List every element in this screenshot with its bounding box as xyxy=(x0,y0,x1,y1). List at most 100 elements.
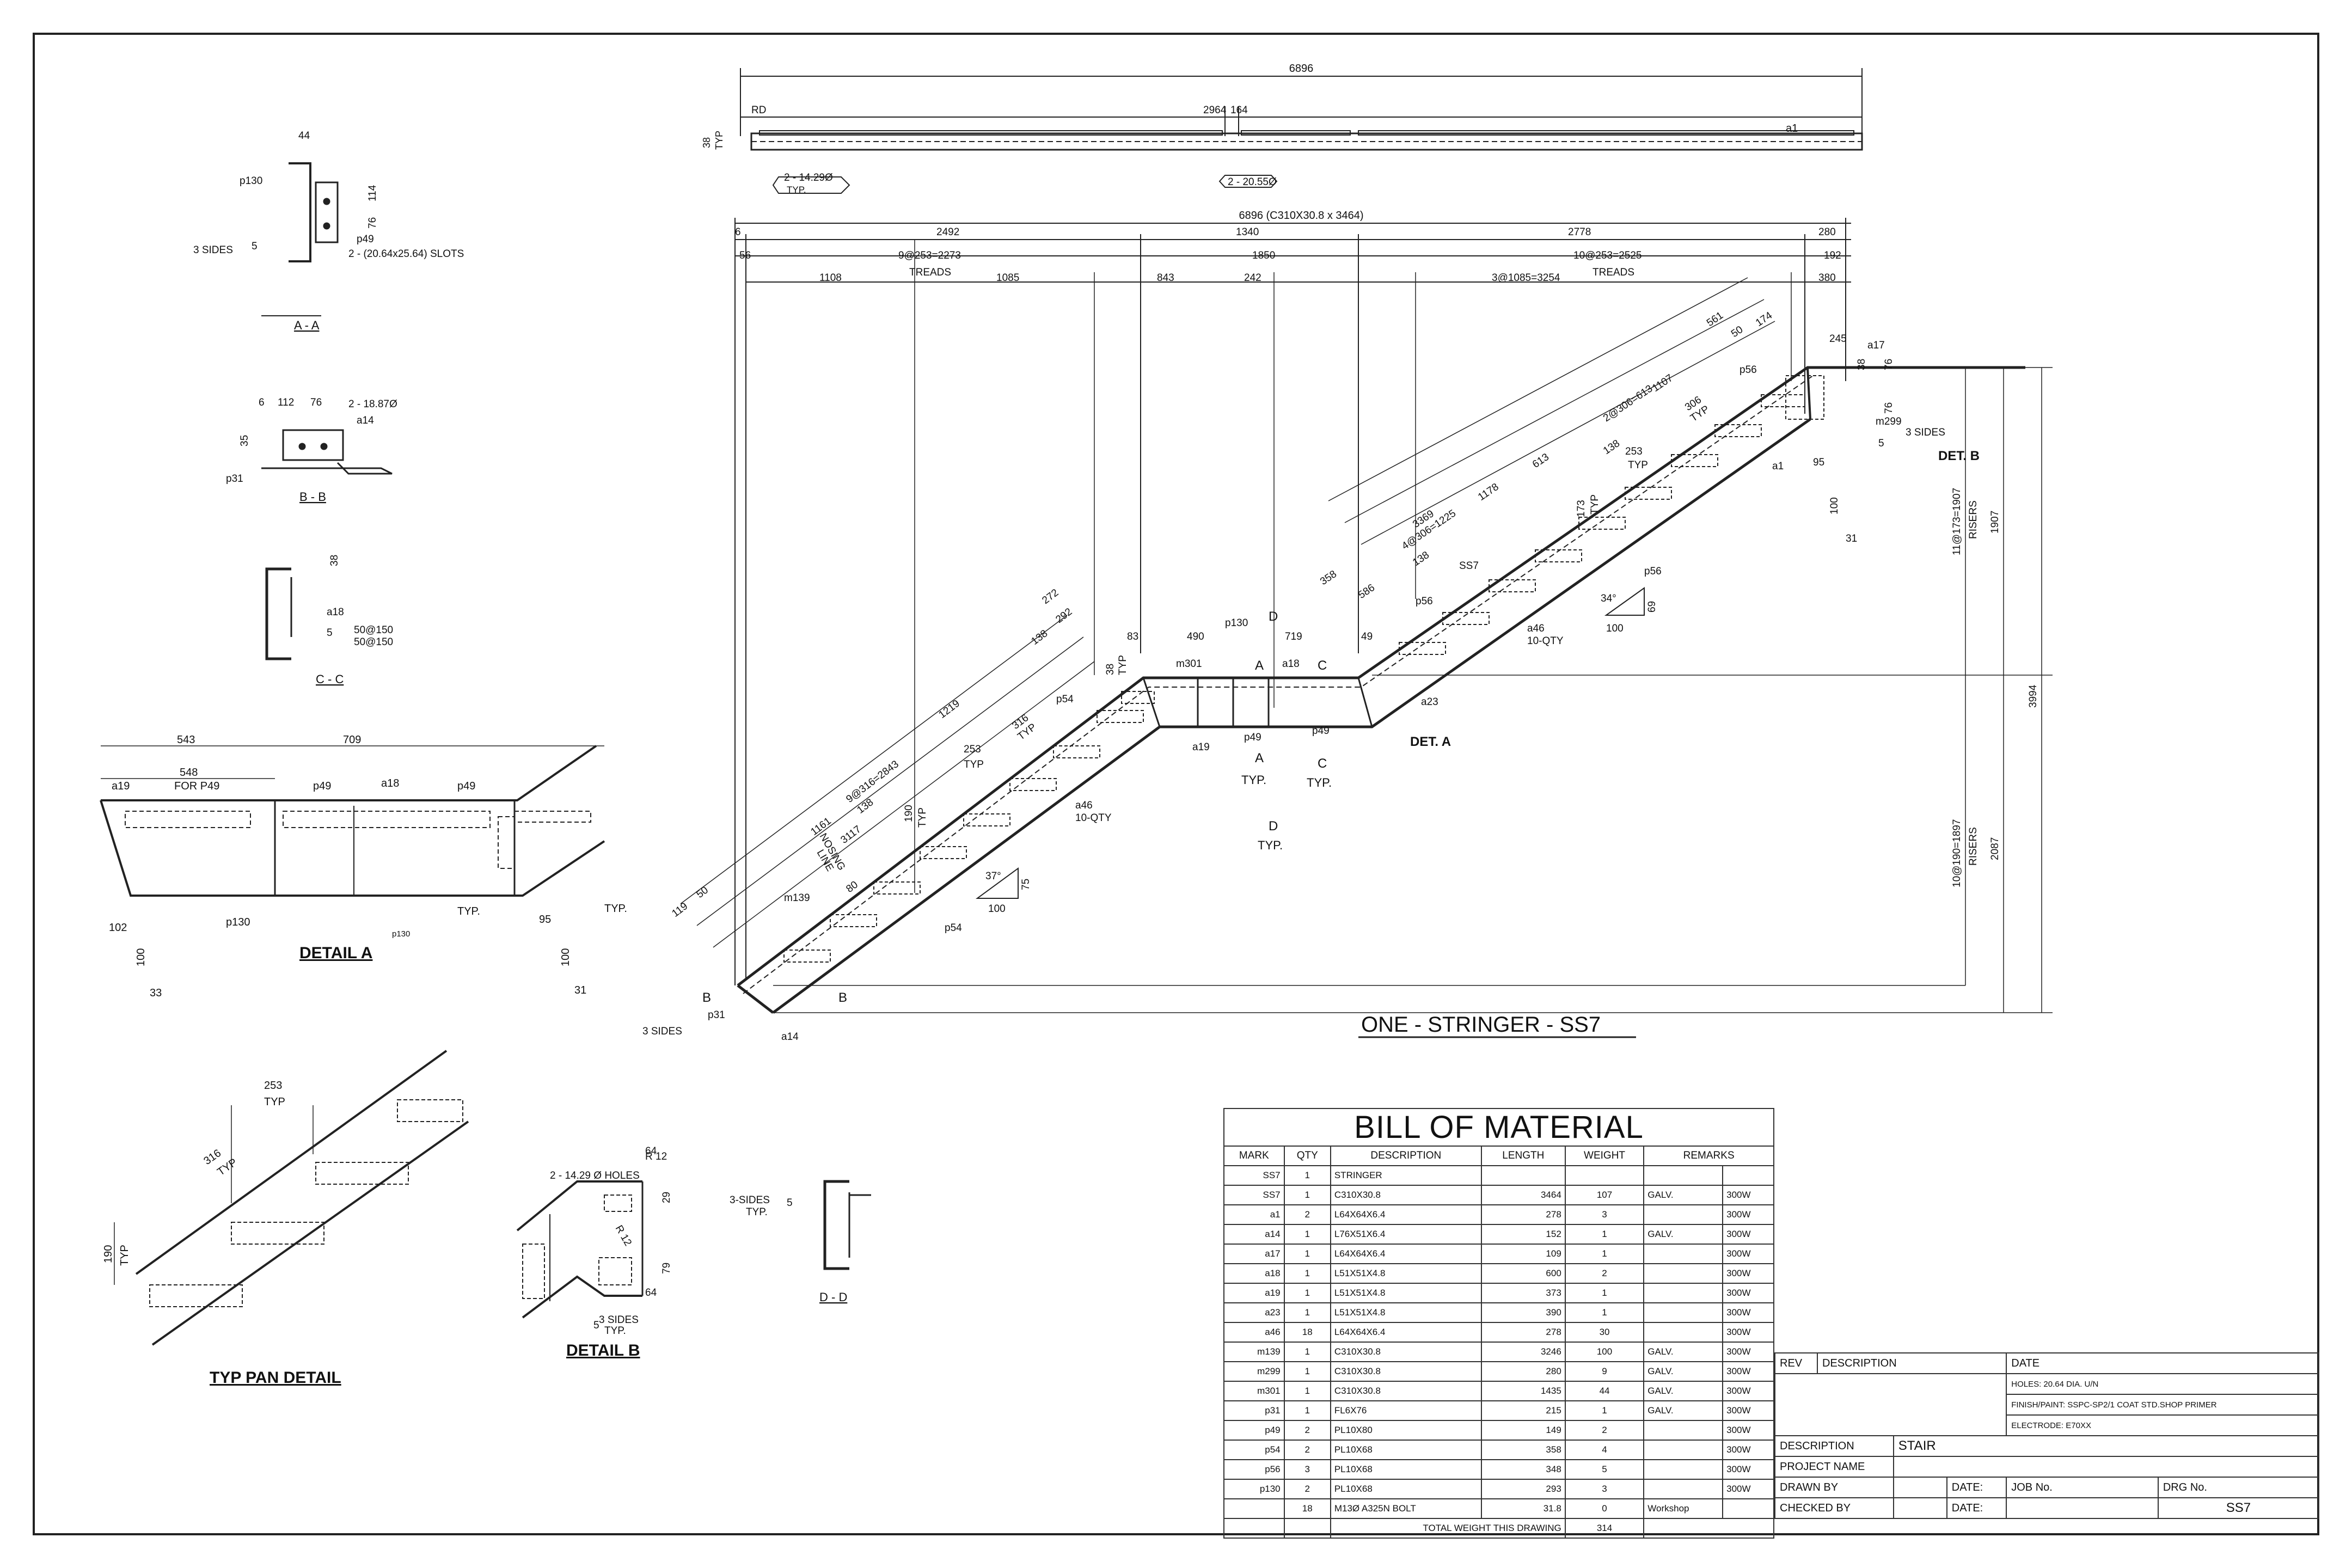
deta-dim-6: 33 xyxy=(150,987,162,999)
detb-r-1: R 12 xyxy=(645,1151,667,1162)
bom-length: 109 xyxy=(1480,1244,1566,1264)
bom-description: L51X51X4.8 xyxy=(1330,1283,1482,1303)
detb-r-2: R 12 xyxy=(613,1223,634,1248)
detail-a-title: DETAIL A xyxy=(299,944,372,962)
cc-weld-size: 5 xyxy=(327,627,333,639)
label-3-sides-1: 3 SIDES xyxy=(642,1026,682,1037)
bom-qty: 18 xyxy=(1283,1322,1331,1343)
dim-row2-0: 56 xyxy=(739,250,751,261)
section-mark-b-right: B xyxy=(838,990,847,1005)
dim-upper-11: 253 xyxy=(1625,446,1643,457)
tb-date-2: DATE: xyxy=(1946,1497,2007,1519)
bom-remarks: GALV. xyxy=(1643,1400,1724,1421)
bom-length: 373 xyxy=(1480,1283,1566,1303)
bom-description: C310X30.8 xyxy=(1330,1185,1482,1205)
bom-weight: 30 xyxy=(1564,1322,1645,1343)
tb-date-1: DATE: xyxy=(1946,1477,2007,1498)
bom-qty: 1 xyxy=(1283,1263,1331,1284)
section-aa: 44 114 76 p130 p49 3 SIDES 5 2 - (20.64x… xyxy=(193,130,464,332)
deta-dim-5: 100 xyxy=(135,948,147,966)
detb-dim-79: 79 xyxy=(661,1263,672,1274)
dim-upper-8: 1107 xyxy=(1650,372,1675,394)
bom-weight: 1 xyxy=(1564,1400,1645,1421)
pan-dim-0: 253 xyxy=(264,1080,282,1092)
top-holes-label-1: 2 - 14.29Ø xyxy=(784,172,833,183)
mark-a46-qty-1: 10-QTY xyxy=(1075,812,1112,824)
top-typ-label-2: TYP. xyxy=(787,185,806,195)
bom-description: C310X30.8 xyxy=(1330,1361,1482,1382)
dim-lower-14: 119 xyxy=(670,901,690,920)
top-holes-label-2: 2 - 20.55Ø xyxy=(1228,176,1277,188)
cc-weld-1: 50@150 xyxy=(354,624,393,636)
dim-landing-5: TYP xyxy=(1117,655,1129,675)
bom-remarks xyxy=(1643,1440,1724,1460)
bom-qty: 1 xyxy=(1283,1381,1331,1401)
bom-grade: 300W xyxy=(1722,1263,1774,1284)
bom-remarks: GALV. xyxy=(1643,1381,1724,1401)
bom-length: 152 xyxy=(1480,1224,1566,1245)
dim-lower-9: TYP xyxy=(964,759,984,770)
mark-p54-2: p54 xyxy=(1056,694,1074,705)
bom-length: 31.8 xyxy=(1480,1498,1566,1519)
dim-upper-15: 358 xyxy=(1318,568,1339,587)
aa-label-p49: p49 xyxy=(357,234,374,245)
bom-length: 358 xyxy=(1480,1440,1566,1460)
bom-grade xyxy=(1722,1165,1774,1186)
bom-mark: p130 xyxy=(1223,1479,1285,1499)
aa-label-3sides: 3 SIDES xyxy=(193,244,233,256)
bom-description: L64X64X6.4 xyxy=(1330,1322,1482,1343)
slope-upper-angle: 34° xyxy=(1601,593,1616,604)
bb-mark-p31: p31 xyxy=(226,473,243,485)
bom-length: 3246 xyxy=(1480,1342,1566,1362)
bom-qty: 1 xyxy=(1283,1302,1331,1323)
bom-grade xyxy=(1722,1498,1774,1519)
typ-pan-detail: 253 TYP 316 TYP 190 TYP TYP PAN DETAIL xyxy=(102,1050,469,1387)
bom-description: C310X30.8 xyxy=(1330,1342,1482,1362)
bom-mark: a18 xyxy=(1223,1263,1285,1284)
bom-grade: 300W xyxy=(1722,1400,1774,1421)
detb-weld-5: 5 xyxy=(593,1320,599,1331)
bom-length: 600 xyxy=(1480,1263,1566,1284)
bom-weight: 9 xyxy=(1564,1361,1645,1382)
top-dim-2: 164 xyxy=(1230,105,1248,116)
mark-m301: m301 xyxy=(1176,658,1202,670)
dim-landing-1: 490 xyxy=(1187,631,1204,642)
bom-mark: SS7 xyxy=(1223,1185,1285,1205)
pan-dim-2: 316 xyxy=(201,1147,223,1167)
deta-dim-1: 709 xyxy=(343,734,361,746)
bb-dim-1: 112 xyxy=(278,397,294,408)
bom-weight: 3 xyxy=(1564,1479,1645,1499)
aa-dim-0: 44 xyxy=(298,130,310,142)
bom-qty: 1 xyxy=(1283,1224,1331,1245)
bom-remarks xyxy=(1643,1204,1724,1225)
bom-mark: a46 xyxy=(1223,1322,1285,1343)
aa-label-p130: p130 xyxy=(240,175,262,187)
bom-qty: 1 xyxy=(1283,1342,1331,1362)
deta-dim-8: 31 xyxy=(574,984,586,996)
bom-remarks xyxy=(1643,1322,1724,1343)
deta-dim-3: 102 xyxy=(109,922,127,934)
detb-dim-0: 245 xyxy=(1829,333,1847,345)
section-mark-c-bot: C xyxy=(1318,756,1327,771)
dim-lower-11: 190 xyxy=(903,805,915,822)
bom-qty: 3 xyxy=(1283,1459,1331,1480)
mark-a17: a17 xyxy=(1867,340,1885,351)
mark-a14: a14 xyxy=(781,1031,799,1043)
dim-row2-3: 10@253=2525 xyxy=(1573,250,1642,261)
dim-row3-4: 3@1085=3254 xyxy=(1492,272,1560,284)
section-mark-c-top: C xyxy=(1318,658,1327,673)
elev-overall-dim: 6896 (C310X30.8 x 3464) xyxy=(1239,210,1363,222)
vdim-5: 2087 xyxy=(1989,837,2001,860)
dim-upper-4: 561 xyxy=(1705,310,1725,329)
dim-upper-14: 586 xyxy=(1356,582,1377,601)
bom-weight: 3 xyxy=(1564,1204,1645,1225)
detb-dim-2: 76 xyxy=(1883,359,1895,370)
dim-landing-3: 49 xyxy=(1361,631,1373,642)
section-dd-title: D - D xyxy=(819,1290,847,1304)
bom-remarks xyxy=(1643,1263,1724,1284)
deta-mark-p49-2: p49 xyxy=(457,780,475,792)
